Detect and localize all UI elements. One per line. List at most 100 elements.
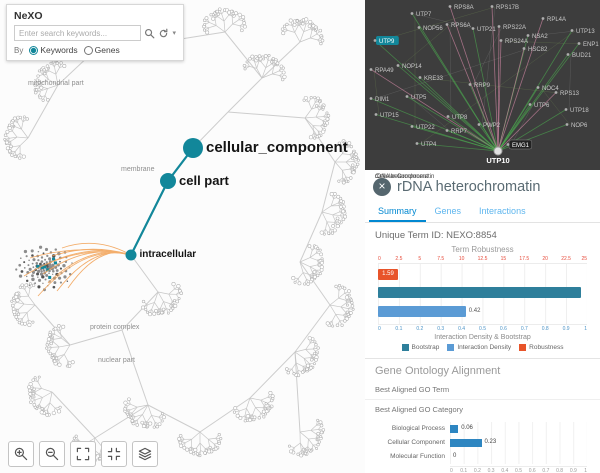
go-category-label: Cellular Component bbox=[387, 439, 445, 446]
gene-label[interactable]: RPS13 bbox=[560, 91, 580, 97]
legend-swatch bbox=[401, 343, 409, 351]
go-bar-cell: 0.23 bbox=[450, 435, 587, 450]
gene-label[interactable]: RPS6A bbox=[451, 23, 471, 29]
axis-tick: 20 bbox=[542, 256, 548, 262]
gene-label[interactable]: UTP4 bbox=[421, 142, 437, 148]
fit-content-icon bbox=[76, 447, 90, 461]
gene-label[interactable]: UTP21 bbox=[477, 27, 496, 33]
search-input[interactable] bbox=[14, 25, 142, 41]
go-bar-cell: 0 bbox=[450, 449, 587, 464]
gene-label[interactable]: DIM1 bbox=[375, 97, 390, 103]
legend-item: Bootstrap bbox=[401, 343, 440, 351]
gene-label[interactable]: RPL4A bbox=[547, 17, 566, 23]
network-labels[interactable]: UTP7 RPS8A RPS17B RPL4A UTP13 NOP56 RPS6A UTP21… bbox=[369, 5, 600, 150]
chart-bar-row bbox=[378, 287, 587, 303]
gene-label[interactable]: RPA49 bbox=[375, 68, 394, 74]
gene-label[interactable]: NSA2 bbox=[532, 34, 548, 40]
layers-icon bbox=[138, 447, 152, 461]
gene-label[interactable]: RPS8A bbox=[454, 5, 474, 11]
axis-tick: 0 bbox=[378, 256, 381, 262]
gene-label[interactable]: NOP14 bbox=[402, 64, 422, 70]
gene-label[interactable]: NOC4 bbox=[542, 86, 559, 92]
selected-nodes[interactable] bbox=[125, 138, 204, 261]
center-node[interactable] bbox=[493, 146, 503, 156]
axis-tick: 0.6 bbox=[499, 325, 507, 332]
radio-genes[interactable]: Genes bbox=[83, 45, 120, 55]
legend-label: Bootstrap bbox=[411, 343, 440, 351]
interaction-network-panel[interactable]: UTP7 RPS8A RPS17B RPL4A UTP13 NOP56 RPS6A UTP21… bbox=[365, 0, 600, 170]
tree-node-label[interactable]: intracellular bbox=[139, 248, 197, 260]
bar-value-label: 0.23 bbox=[484, 439, 497, 445]
gene-label[interactable]: UTP18 bbox=[570, 108, 589, 114]
tree-node-label[interactable]: cell part bbox=[179, 172, 229, 188]
axis-tick: 12.5 bbox=[477, 256, 488, 262]
radio-keywords[interactable]: Keywords bbox=[29, 45, 78, 55]
axis-tick: 0.3 bbox=[487, 468, 495, 473]
gene-label[interactable]: PWP2 bbox=[483, 123, 501, 129]
gene-label[interactable]: NOP56 bbox=[423, 26, 443, 32]
gene-label[interactable]: EMG1 bbox=[512, 143, 530, 149]
gene-label[interactable]: NOP6 bbox=[571, 123, 588, 129]
tree-edges bbox=[27, 31, 336, 439]
go-chart-row: Cellular Component 0.23 bbox=[378, 435, 587, 450]
gene-label[interactable]: RRP7 bbox=[451, 129, 468, 135]
chart-bar-row: 1.59 bbox=[378, 268, 587, 285]
gene-label[interactable]: UTP13 bbox=[576, 29, 595, 35]
axis-tick: 0.6 bbox=[528, 468, 536, 473]
interaction-network-canvas[interactable]: UTP7 RPS8A RPS17B RPL4A UTP13 NOP56 RPS6A UTP21… bbox=[365, 0, 600, 170]
gene-label[interactable]: UTP15 bbox=[380, 113, 399, 119]
gene-label[interactable]: HSC82 bbox=[528, 47, 548, 53]
bar-value-label: 0 bbox=[453, 453, 457, 459]
tab-genes[interactable]: Genes bbox=[434, 206, 462, 216]
gene-label[interactable]: UTP7 bbox=[416, 12, 432, 18]
radio-genes-input[interactable] bbox=[83, 45, 93, 55]
center-node-label[interactable]: UTP10 bbox=[486, 156, 509, 165]
chevron-down-icon[interactable]: ▾ bbox=[172, 30, 176, 37]
fit-content-button[interactable] bbox=[70, 441, 96, 467]
zoom-out-button[interactable] bbox=[39, 441, 65, 467]
gene-label[interactable]: UTP9 bbox=[379, 39, 395, 45]
tree-node-label[interactable]: cellular_component bbox=[206, 138, 348, 156]
gene-label[interactable]: KRE33 bbox=[424, 76, 444, 82]
gene-label[interactable]: UTP6 bbox=[534, 103, 550, 109]
app-logo: NeXO bbox=[14, 10, 43, 22]
gene-label[interactable]: UTP5 bbox=[411, 95, 427, 101]
term-title: rDNA heterochromatin bbox=[397, 179, 541, 195]
axis-tick: 0.3 bbox=[437, 325, 445, 332]
ontology-tree-canvas[interactable] bbox=[0, 0, 365, 473]
search-by-label: By bbox=[14, 45, 24, 55]
detail-header: × rDNA heterochromatin bbox=[365, 170, 600, 198]
radio-keywords-label: Keywords bbox=[40, 45, 78, 55]
selected-path bbox=[130, 147, 194, 256]
info-key: Best Aligned GO Category bbox=[375, 404, 463, 414]
gene-label[interactable]: ENP1 bbox=[583, 42, 599, 48]
tab-interactions[interactable]: Interactions bbox=[479, 206, 526, 216]
gene-label[interactable]: BUD21 bbox=[572, 53, 592, 59]
radio-genes-label: Genes bbox=[94, 45, 120, 55]
layers-button[interactable] bbox=[132, 441, 158, 467]
gene-label[interactable]: RPS17B bbox=[496, 5, 519, 11]
reset-icon[interactable] bbox=[158, 28, 169, 39]
zoom-in-icon bbox=[14, 447, 28, 461]
search-panel: NeXO ▾ By Keywords Genes bbox=[6, 4, 184, 61]
gene-label[interactable]: RPS24A bbox=[505, 39, 528, 45]
gene-label[interactable]: RRP9 bbox=[474, 83, 491, 89]
tree-annotation-label: protein complex bbox=[90, 324, 140, 331]
fit-selection-button[interactable] bbox=[101, 441, 127, 467]
axis-tick: 0.8 bbox=[556, 468, 564, 473]
axis-tick: 25 bbox=[581, 256, 587, 262]
gene-label[interactable]: UTP8 bbox=[452, 115, 468, 121]
info-key: Best Aligned GO Term bbox=[375, 384, 450, 394]
search-icon[interactable] bbox=[144, 28, 155, 39]
gene-label[interactable]: UTP22 bbox=[416, 125, 435, 131]
radio-keywords-input[interactable] bbox=[29, 45, 39, 55]
zoom-in-button[interactable] bbox=[8, 441, 34, 467]
tab-summary[interactable]: Summary bbox=[369, 201, 426, 222]
close-icon[interactable]: × bbox=[373, 178, 391, 196]
gene-label[interactable]: RPS22A bbox=[503, 25, 526, 31]
axis-tick: 0.4 bbox=[501, 468, 509, 473]
